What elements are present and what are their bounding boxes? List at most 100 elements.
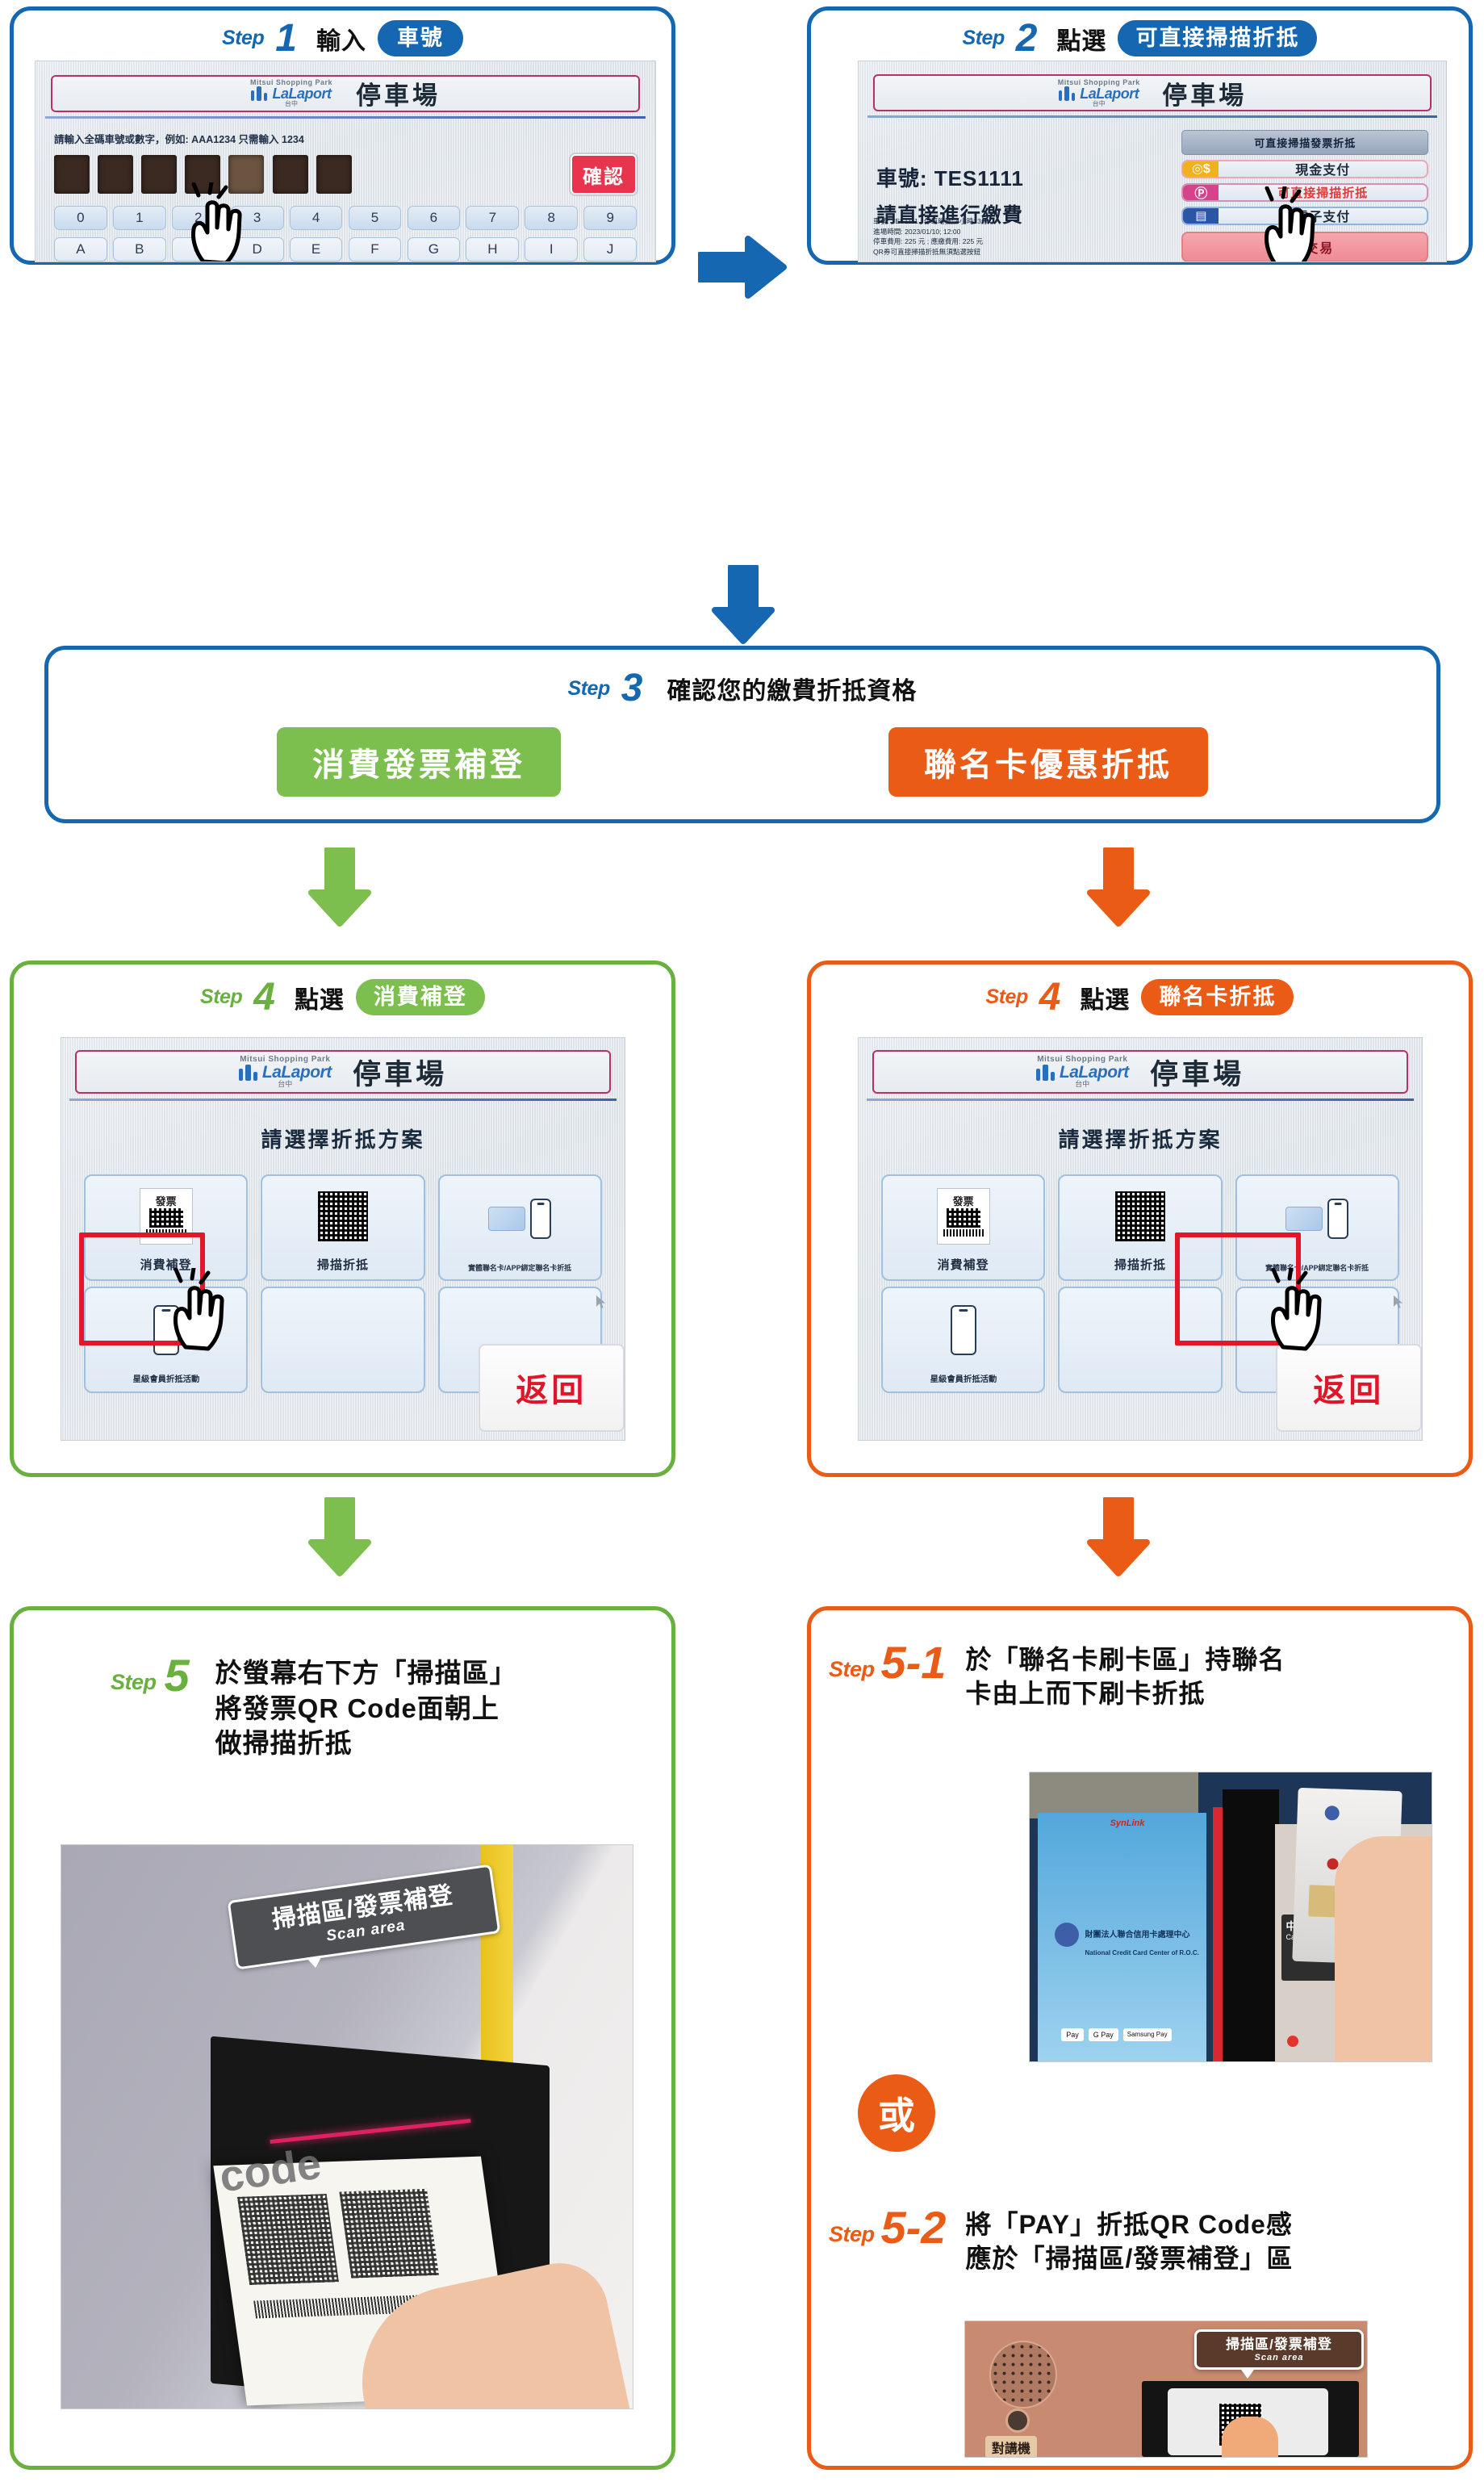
step-3-title: 確認您的繳費折抵資格	[667, 678, 918, 705]
cash-payment-button[interactable]: ◎$ 現金支付	[1181, 159, 1429, 178]
step-2-info-column: 車號: TES1111 請直接進行繳費	[859, 118, 1181, 262]
key-7[interactable]: 7	[466, 206, 520, 231]
step-verb: 點選	[294, 986, 345, 1014]
key-b[interactable]: B	[112, 236, 166, 262]
card-phone-icon	[440, 1176, 600, 1262]
tile-star-member[interactable]: 星級會員折抵活動	[880, 1286, 1046, 1393]
kiosk-title: 停車場	[1162, 81, 1248, 110]
mouse-cursor-icon	[596, 1295, 607, 1313]
arrow-step2-to-step3	[710, 563, 776, 648]
kiosk-title: 停車場	[1150, 1058, 1245, 1090]
step-2-heading: Step 2 點選 可直接掃描折抵	[811, 16, 1469, 60]
step-4-left-card: Step 4 點選 消費補登 Mitsui Shopping Park LaLa…	[10, 960, 675, 1477]
key-a[interactable]: A	[54, 236, 107, 262]
logo-top-text: Mitsui Shopping Park	[1057, 77, 1140, 86]
tile-receipt-registration[interactable]: 發票 消費補登	[83, 1174, 249, 1282]
scan-discount-banner: 可直接掃描發票折抵	[1181, 129, 1429, 155]
step-2-kiosk-body: 車號: TES1111 請直接進行繳費 可直接掃描發票折抵 ◎$ 現金支付 Ⓟ …	[859, 118, 1446, 262]
key-8[interactable]: 8	[525, 206, 579, 231]
coins-icon: ◎$	[1183, 161, 1219, 177]
discount-plan-prompt: 請選擇折抵方案	[261, 1128, 425, 1153]
arrow-step3-to-step4-left	[307, 846, 373, 931]
key-5[interactable]: 5	[348, 206, 402, 231]
key-f[interactable]: F	[348, 236, 402, 262]
pointer-hand-icon	[1262, 1268, 1336, 1353]
tile-caption: 消費補登	[937, 1258, 989, 1273]
key-6[interactable]: 6	[407, 206, 461, 231]
key-h[interactable]: H	[466, 236, 520, 262]
step-4-right-pill: 聯名卡折抵	[1141, 979, 1294, 1015]
logo-sub-text: 台中	[278, 1080, 293, 1089]
option-receipt-registration[interactable]: 消費發票補登	[277, 727, 561, 797]
lalaport-bars-icon	[238, 1064, 257, 1081]
step-number: 4	[253, 975, 275, 1019]
receipt-label: 發票	[155, 1195, 177, 1207]
key-9[interactable]: 9	[583, 206, 637, 231]
plate-char-box[interactable]	[272, 155, 308, 195]
step-verb: 輸入	[316, 27, 366, 55]
step-1-kiosk-body: 請輸入全碼車號或數字，例如: AAA1234 只需輸入 1234 確認 0 1 …	[36, 119, 655, 262]
option-cobrand-card-discount[interactable]: 聯名卡優惠折抵	[888, 727, 1208, 797]
logo-word: LaLaport	[1080, 85, 1139, 102]
kiosk-title: 停車場	[356, 82, 441, 111]
instruction-line: 於螢幕右下方「掃描區」	[215, 1658, 517, 1688]
tile-scan-discount[interactable]: 掃描折抵	[1058, 1174, 1223, 1282]
key-4[interactable]: 4	[289, 206, 343, 231]
logo-word: LaLaport	[1059, 1063, 1129, 1082]
lalaport-logo: Mitsui Shopping Park LaLaport 台中	[1057, 77, 1140, 107]
highlight-selection-box	[79, 1232, 205, 1345]
scan-area-zh: 掃描區/發票補登	[1226, 2337, 1332, 2352]
key-e[interactable]: E	[289, 236, 343, 262]
step-2-fine-print: 車號: TES1111 ; 停車時數: 4小時13分 進場時間: 2023/01…	[873, 216, 988, 257]
tile-scan-discount[interactable]: 掃描折抵	[261, 1174, 425, 1282]
step-verb: 點選	[1056, 27, 1107, 55]
plate-char-box[interactable]	[185, 155, 221, 195]
tile-caption: 實體聯名卡/APP綁定聯名卡折抵	[468, 1264, 572, 1273]
apple-pay-logo: Pay	[1061, 2028, 1084, 2042]
key-i[interactable]: I	[525, 236, 579, 262]
step-5-instruction: 於螢幕右下方「掃描區」 將發票QR Code面朝上 做掃描折抵	[215, 1655, 517, 1761]
plate-char-box[interactable]	[54, 155, 90, 195]
step-4-left-kiosk-screen: Mitsui Shopping Park LaLaport 台中 停車場 請選擇…	[61, 1037, 625, 1441]
step-verb: 點選	[1080, 986, 1131, 1014]
key-g[interactable]: G	[407, 236, 461, 262]
lalaport-bars-icon	[251, 86, 268, 102]
step-5-2-scan-photo: 對講機 掃描區/發票補登 Scan area	[964, 2321, 1368, 2458]
step-number: 5-1	[880, 1637, 947, 1688]
intercom-speaker-icon	[989, 2340, 1057, 2408]
step-label: Step	[200, 986, 243, 1008]
logo-top-text: Mitsui Shopping Park	[1037, 1055, 1128, 1065]
tile-empty[interactable]	[1058, 1286, 1223, 1393]
plate-char-box[interactable]	[316, 155, 352, 195]
intercom-button-icon	[1005, 2408, 1030, 2433]
step-1-kiosk-screen: Mitsui Shopping Park LaLaport 台中 停車場 請輸入…	[35, 61, 656, 262]
plate-input-row: 確認	[54, 154, 637, 195]
samsung-pay-logo: Samsung Pay	[1122, 2028, 1172, 2042]
plate-char-box[interactable]	[98, 155, 134, 195]
step-2-kiosk-screen: Mitsui Shopping Park LaLaport 台中 停車場 車號:…	[858, 61, 1447, 262]
step-label: Step	[985, 986, 1029, 1008]
discount-plan-prompt: 請選擇折抵方案	[1058, 1128, 1223, 1153]
kiosk-header: Mitsui Shopping Park LaLaport 台中 停車場	[51, 74, 640, 112]
back-button[interactable]: 返回	[478, 1343, 625, 1433]
step-5-1-instruction: 於「聯名卡刷卡區」持聯名 卡由上而下刷卡折抵	[965, 1643, 1285, 1710]
confirm-button[interactable]: 確認	[570, 154, 637, 195]
discount-tile-grid: 發票 消費補登 掃描折抵	[83, 1174, 603, 1393]
tile-receipt-registration[interactable]: 發票 消費補登	[880, 1174, 1046, 1282]
step-number: 2	[1015, 16, 1038, 60]
tile-caption: 掃描折抵	[316, 1258, 369, 1273]
plate-char-box[interactable]	[141, 155, 178, 195]
tile-cobrand-card[interactable]: 實體聯名卡/APP綁定聯名卡折抵	[1235, 1174, 1400, 1282]
highlight-selection-box	[1175, 1232, 1301, 1345]
instruction-line: 做掃描折抵	[215, 1728, 353, 1759]
plate-char-box[interactable]	[228, 155, 265, 195]
key-0[interactable]: 0	[54, 206, 107, 231]
tile-empty[interactable]	[261, 1286, 425, 1393]
tile-star-member[interactable]: 星級會員折抵活動	[83, 1286, 249, 1393]
key-1[interactable]: 1	[112, 206, 166, 231]
key-j[interactable]: J	[583, 236, 637, 262]
card-phone-icon	[1237, 1176, 1398, 1262]
tile-cobrand-card[interactable]: 實體聯名卡/APP綁定聯名卡折抵	[437, 1174, 603, 1282]
kiosk-header: Mitsui Shopping Park LaLaport 台中 停車場	[872, 1050, 1408, 1094]
back-button[interactable]: 返回	[1275, 1343, 1422, 1433]
